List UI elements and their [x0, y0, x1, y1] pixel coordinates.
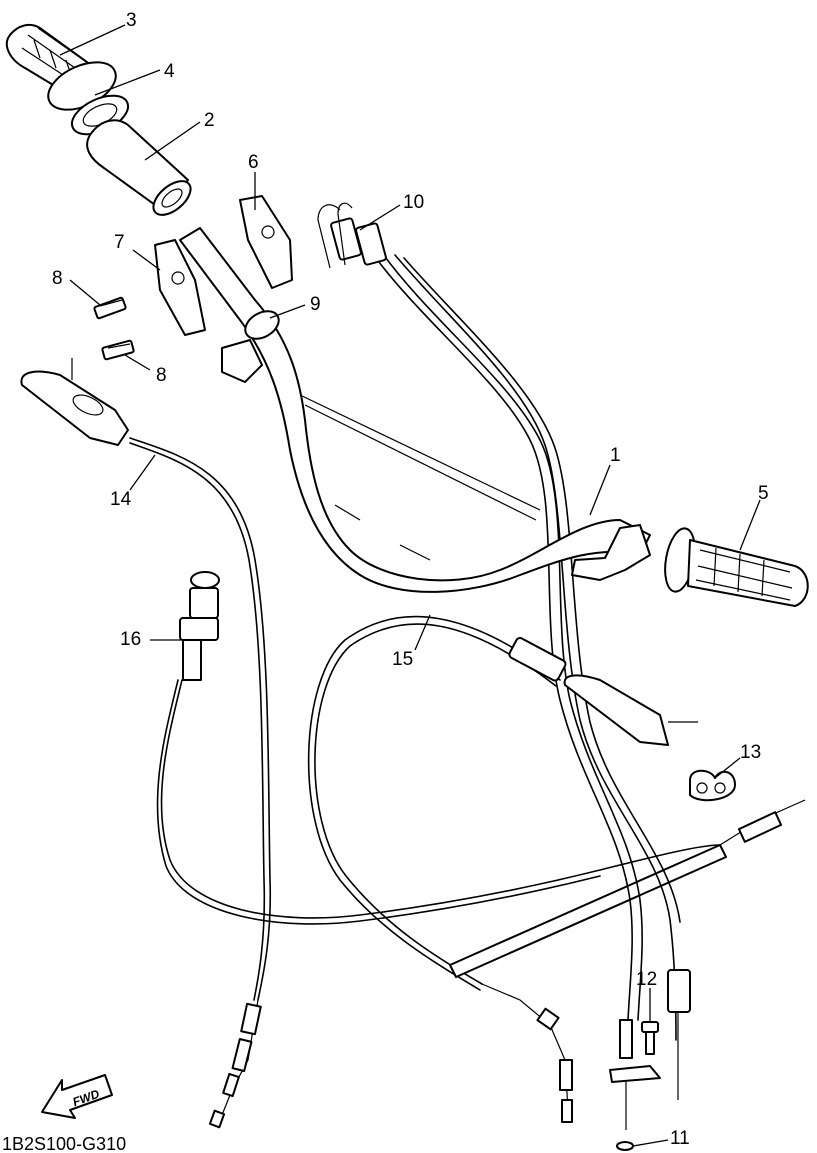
callout-10: 10	[403, 192, 424, 213]
diagram-code: 1B2S100-G310	[2, 1134, 126, 1153]
callout-15: 15	[392, 649, 413, 670]
callout-16: 16	[120, 629, 141, 650]
callout-11: 11	[670, 1128, 690, 1149]
callout-12: 12	[636, 969, 657, 990]
callout-8-upper: 8	[52, 268, 63, 289]
right-grip	[571, 524, 809, 607]
callout-labels: 3 4 2 6 10 7 8 9 8 1 5 14 16 15 13 12 11	[52, 10, 769, 1149]
bolt-12	[641, 1021, 659, 1055]
cable-15-brake	[307, 615, 573, 1123]
callout-5: 5	[758, 483, 769, 504]
ring-4	[47, 61, 130, 136]
callout-1: 1	[610, 445, 621, 466]
screw-8-upper	[93, 296, 127, 320]
clutch-lever	[20, 358, 129, 446]
callout-13: 13	[740, 742, 761, 763]
callout-4: 4	[164, 61, 175, 82]
leader-lines	[59, 24, 761, 1147]
callout-6: 6	[248, 152, 259, 173]
brake-lever	[508, 637, 698, 746]
cable-14-clutch	[129, 437, 272, 1129]
throttle-housing	[154, 195, 293, 336]
throttle-cables-10	[369, 249, 691, 1130]
callout-3: 3	[126, 10, 137, 31]
callout-2: 2	[204, 110, 215, 131]
washer-11	[616, 1141, 634, 1151]
callout-9: 9	[310, 294, 321, 315]
throttle-tube	[86, 119, 192, 216]
hot-start-plunger	[179, 571, 220, 681]
callout-7: 7	[114, 232, 125, 253]
screw-8-lower	[101, 339, 135, 361]
callout-8-lower: 8	[156, 365, 167, 386]
cable-16-hot-start	[156, 679, 806, 978]
fwd-arrow-icon: FWD	[41, 1074, 113, 1119]
cable-holder-13	[689, 769, 736, 802]
callout-14: 14	[110, 489, 132, 510]
cable-top-fittings-10	[317, 202, 387, 269]
